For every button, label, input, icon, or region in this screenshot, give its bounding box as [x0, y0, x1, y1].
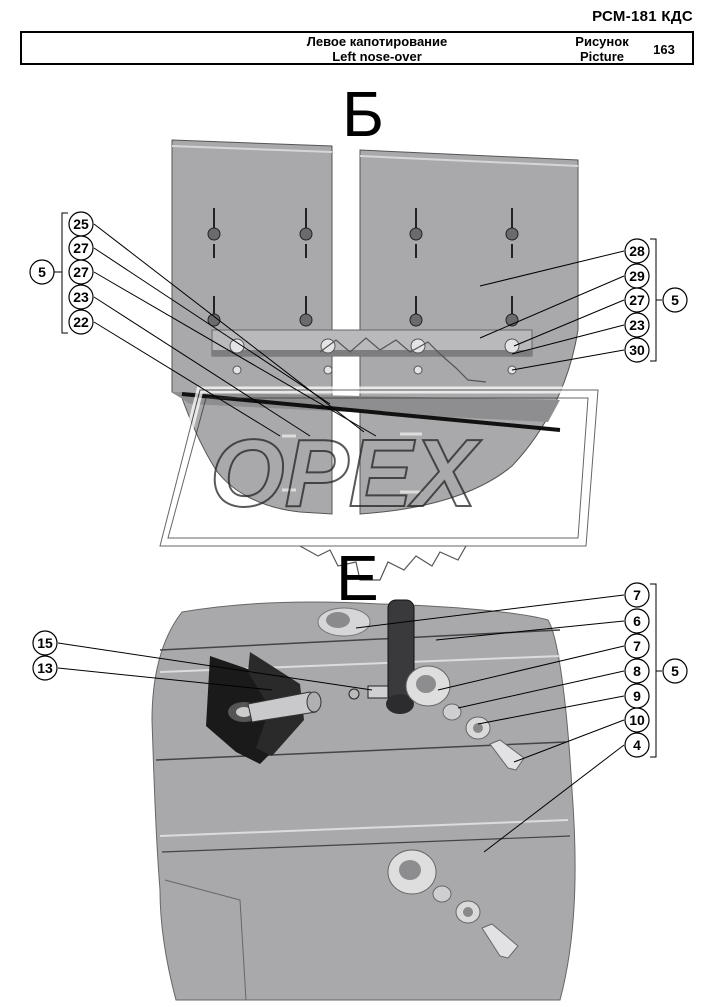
- svg-text:15: 15: [37, 635, 53, 651]
- callout-bubble: 4: [624, 732, 650, 758]
- callout-bubble: 13: [32, 655, 58, 681]
- leader-lines: [57, 223, 625, 853]
- callout-bubble: 23: [68, 284, 94, 310]
- callout-bubble: 25: [68, 211, 94, 237]
- callout-bubble: 7: [624, 582, 650, 608]
- right-fastener-stack: [405, 665, 525, 771]
- callouts-top-left: 25 27 27 23 22 5: [29, 211, 94, 335]
- group-callout: 5: [29, 259, 55, 285]
- title-english: Left nose-over: [332, 49, 422, 64]
- svg-text:5: 5: [671, 663, 679, 679]
- model-code: РСМ-181 КДС: [592, 8, 693, 25]
- view-letter-b: Б: [342, 78, 384, 150]
- callout-bubble: 28: [624, 238, 650, 264]
- panel-seam-line: [181, 392, 561, 432]
- group-callout: 5: [662, 658, 688, 684]
- svg-text:9: 9: [633, 688, 641, 704]
- svg-text:23: 23: [629, 317, 645, 333]
- callout-bubble: 10: [624, 707, 650, 733]
- group-brackets: [54, 212, 662, 758]
- svg-text:27: 27: [629, 292, 645, 308]
- svg-text:27: 27: [73, 240, 89, 256]
- callout-bubble: 29: [624, 263, 650, 289]
- callout-bubble: 15: [32, 630, 58, 656]
- title-block: Левое капотирование Left nose-over Рисун…: [20, 31, 694, 65]
- figure-number: 163: [653, 42, 675, 57]
- watermark-text: OPEX: [210, 420, 482, 527]
- svg-text:7: 7: [633, 638, 641, 654]
- callout-bubble: 23: [624, 312, 650, 338]
- svg-text:29: 29: [629, 268, 645, 284]
- svg-text:28: 28: [629, 243, 645, 259]
- svg-text:30: 30: [629, 342, 645, 358]
- svg-text:13: 13: [37, 660, 53, 676]
- callout-bubble: 27: [68, 259, 94, 285]
- callout-bubble: 8: [624, 658, 650, 684]
- figure-label-russian: Рисунок: [575, 34, 629, 49]
- callouts-bottom-right: 7 6 7 8 9 10 4 5: [624, 582, 688, 758]
- gear-outline: [299, 545, 467, 581]
- callout-bubble: 6: [624, 608, 650, 634]
- callout-bubble: 9: [624, 683, 650, 709]
- lower-fastener-stack: [387, 849, 519, 959]
- pin-washer: [348, 688, 360, 700]
- upper-bolt-row: [207, 227, 519, 327]
- callouts-top-right: 28 29 27 23 30 5: [624, 238, 688, 363]
- figure-label-english: Picture: [579, 49, 625, 64]
- callout-bubble: 27: [624, 287, 650, 313]
- callout-bubble: 27: [68, 235, 94, 261]
- svg-text:27: 27: [73, 264, 89, 280]
- svg-text:5: 5: [38, 264, 46, 280]
- callout-bubble: 7: [624, 633, 650, 659]
- svg-text:7: 7: [633, 587, 641, 603]
- svg-text:10: 10: [629, 712, 645, 728]
- callouts-bottom-left: 15 13: [32, 630, 58, 681]
- svg-text:23: 23: [73, 289, 89, 305]
- title-russian: Левое капотирование: [306, 34, 448, 49]
- group-callout: 5: [662, 287, 688, 313]
- svg-text:4: 4: [633, 737, 641, 753]
- svg-text:22: 22: [73, 314, 89, 330]
- opex-watermark: OPEX: [155, 386, 602, 550]
- callout-bubble: 22: [68, 309, 94, 335]
- svg-text:25: 25: [73, 216, 89, 232]
- callout-bubble: 30: [624, 337, 650, 363]
- pin-head: [367, 685, 391, 699]
- svg-text:8: 8: [633, 663, 641, 679]
- svg-text:6: 6: [633, 613, 641, 629]
- svg-text:5: 5: [671, 292, 679, 308]
